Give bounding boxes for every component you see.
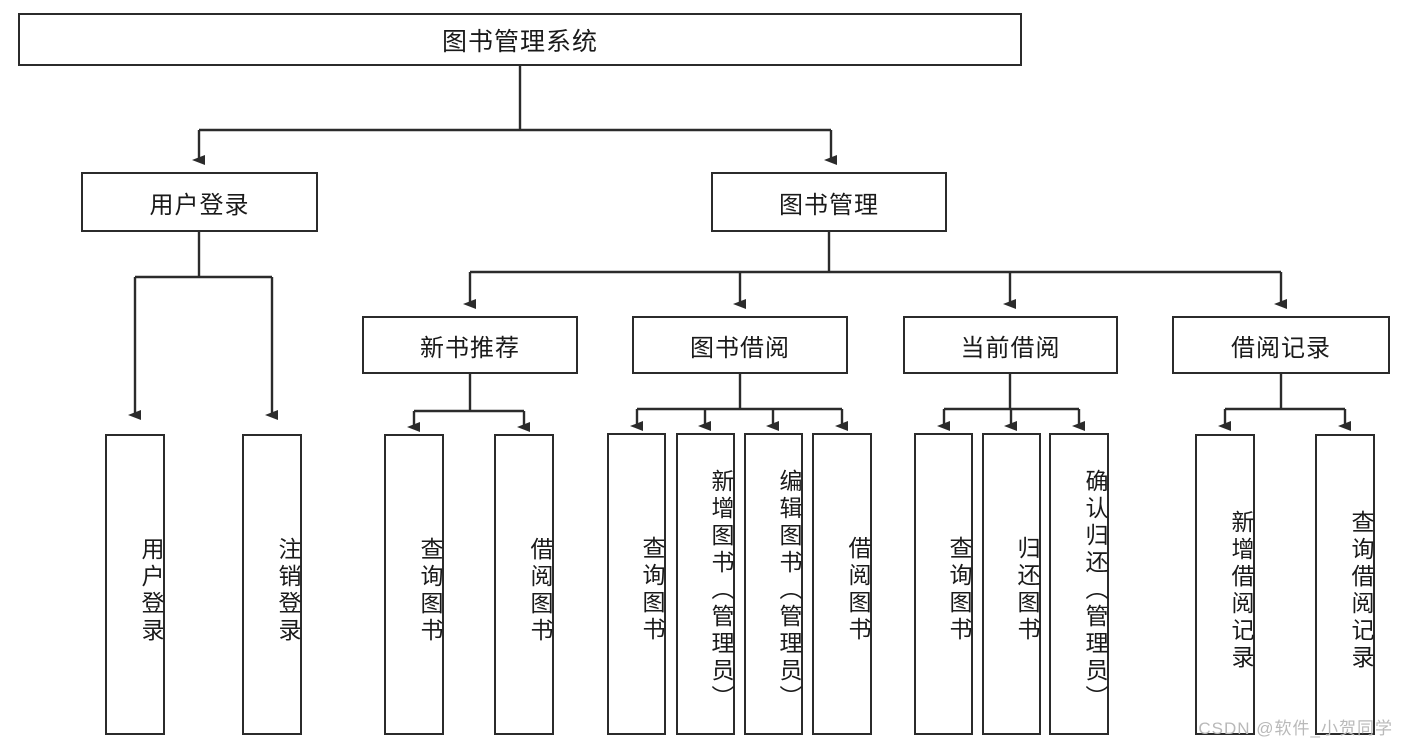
leaf-record-add[interactable]: 新增借阅记录 — [1195, 434, 1255, 735]
leaf-borrow-edit-book[interactable]: 编辑图书（管理员） — [744, 433, 803, 735]
leaf-label: 归还图书 — [1014, 536, 1040, 644]
node-new-book-recommend[interactable]: 新书推荐 — [362, 316, 578, 374]
node-book-borrow[interactable]: 图书借阅 — [632, 316, 848, 374]
leaf-label: 查询借阅记录 — [1348, 509, 1374, 672]
leaf-borrow-query-book[interactable]: 查询图书 — [607, 433, 666, 735]
leaf-borrow-borrow-book[interactable]: 借阅图书 — [812, 433, 872, 735]
leaf-label: 用户登录 — [138, 536, 164, 645]
leaf-borrow-add-book[interactable]: 新增图书（管理员） — [676, 433, 735, 735]
node-user-login[interactable]: 用户登录 — [81, 172, 318, 232]
leaf-current-return-book[interactable]: 归还图书 — [982, 433, 1041, 735]
node-root-system[interactable]: 图书管理系统 — [18, 13, 1022, 66]
node-book-management[interactable]: 图书管理 — [711, 172, 947, 232]
leaf-new-book-borrow[interactable]: 借阅图书 — [494, 434, 554, 735]
leaf-user-login-login[interactable]: 用户登录 — [105, 434, 165, 735]
leaf-label: 借阅图书 — [845, 536, 871, 644]
leaf-label: 新增图书（管理员） — [708, 468, 734, 712]
leaf-label: 查询图书 — [946, 536, 972, 644]
leaf-label: 编辑图书（管理员） — [776, 468, 802, 712]
leaf-user-login-logout[interactable]: 注销登录 — [242, 434, 302, 735]
leaf-label: 查询图书 — [417, 536, 443, 645]
leaf-label: 确认归还（管理员） — [1082, 468, 1108, 712]
node-current-borrow[interactable]: 当前借阅 — [903, 316, 1118, 374]
leaf-label: 注销登录 — [275, 536, 301, 645]
node-borrow-record[interactable]: 借阅记录 — [1172, 316, 1390, 374]
leaf-current-confirm-return[interactable]: 确认归还（管理员） — [1049, 433, 1109, 735]
leaf-current-query-book[interactable]: 查询图书 — [914, 433, 973, 735]
leaf-new-book-query[interactable]: 查询图书 — [384, 434, 444, 735]
leaf-label: 查询图书 — [639, 536, 665, 644]
csdn-watermark: CSDN @软件_小贺同学 — [1198, 719, 1393, 738]
leaf-label: 借阅图书 — [527, 536, 553, 645]
leaf-label: 新增借阅记录 — [1228, 509, 1254, 672]
leaf-record-query[interactable]: 查询借阅记录 — [1315, 434, 1375, 735]
